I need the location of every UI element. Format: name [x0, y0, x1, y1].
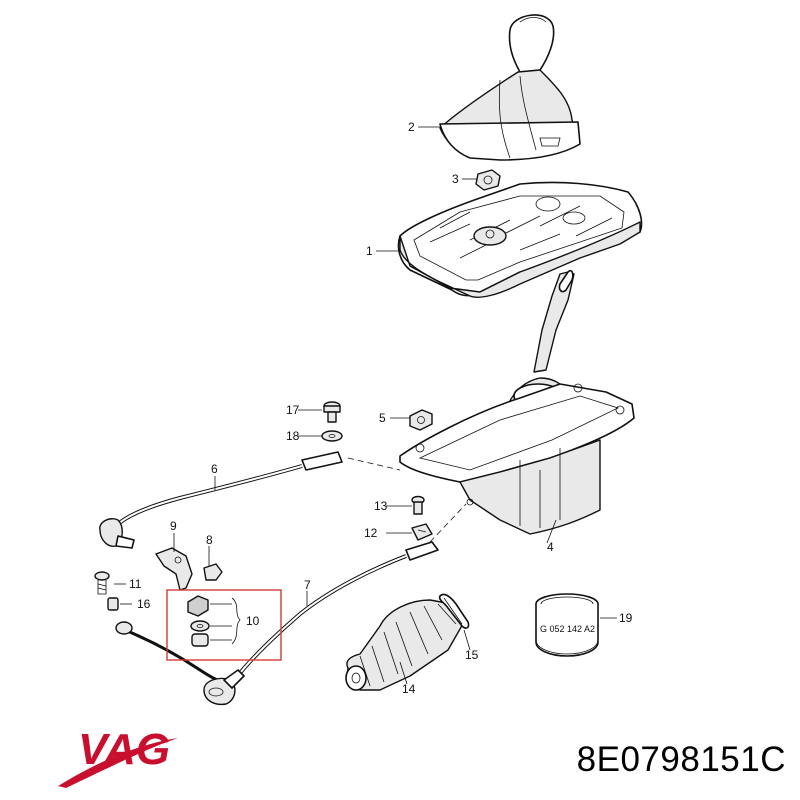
callout-4: 4	[547, 540, 554, 554]
callout-17: 17	[286, 403, 300, 417]
callout-9: 9	[170, 519, 177, 533]
clip-part-12	[411, 523, 433, 541]
callout-labels: 1 2 3 4 5 6 7 8 9 10 11 12 13 14 15 16 1…	[129, 120, 633, 696]
callout-19: 19	[619, 611, 633, 625]
bushing-part-16	[107, 597, 119, 611]
gear-knob-boot	[439, 14, 581, 161]
callout-15: 15	[465, 648, 479, 662]
callout-14: 14	[402, 682, 416, 696]
svg-text:VAG: VAG	[78, 725, 170, 774]
sleeve-part-19	[535, 593, 599, 657]
callout-10: 10	[246, 614, 260, 628]
bolt-part-17	[323, 401, 341, 423]
callout-6: 6	[211, 462, 218, 476]
screw-part-11	[94, 571, 110, 595]
cap-part-8	[203, 563, 223, 581]
part-number: 8E0798151C	[576, 740, 786, 779]
cable-part-7	[115, 541, 439, 706]
nut-part-3	[475, 169, 501, 191]
callout-11: 11	[129, 577, 142, 591]
highlight-box-part-10	[166, 589, 282, 661]
shifter-housing-part-4	[399, 269, 635, 535]
callout-13: 13	[374, 499, 388, 513]
sleeve-code-label: G 052 142 A2	[540, 624, 595, 634]
cable-part-6	[99, 451, 343, 549]
rubber-boot-part-14	[345, 599, 465, 691]
bracket-part-9	[155, 547, 193, 591]
vag-logo: VAG	[58, 725, 178, 788]
callout-8: 8	[206, 533, 213, 547]
callout-12: 12	[364, 526, 378, 540]
callout-16: 16	[137, 597, 151, 611]
nut-part-5	[409, 409, 433, 431]
callout-18: 18	[286, 429, 300, 443]
grommet-set-part-10	[187, 595, 241, 647]
screw-part-13	[411, 495, 425, 515]
callout-7: 7	[304, 578, 311, 592]
leader-lines	[114, 126, 617, 685]
washer-part-18	[321, 430, 343, 442]
callout-1: 1	[366, 244, 373, 258]
callout-5: 5	[379, 411, 386, 425]
cover-plate-part-1	[397, 181, 643, 298]
callout-3: 3	[452, 172, 459, 186]
clamp-part-15	[438, 593, 470, 629]
callout-2: 2	[408, 120, 415, 134]
